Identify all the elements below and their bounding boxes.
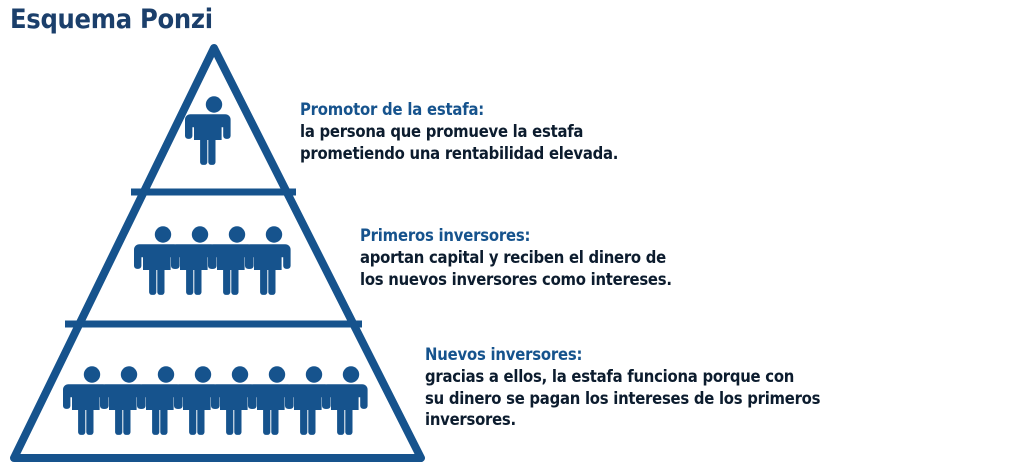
tier-bottom-figures bbox=[63, 366, 368, 435]
ponzi-pyramid-graphic bbox=[10, 44, 425, 462]
callout-primeros-heading: Primeros inversores: bbox=[360, 226, 531, 245]
person-icon bbox=[322, 366, 368, 435]
callout-nuevos-heading: Nuevos inversores: bbox=[425, 345, 583, 364]
callout-promotor-heading: Promotor de la estafa: bbox=[300, 100, 485, 119]
callout-primeros-inversores: Primeros inversores: aportan capital y r… bbox=[360, 225, 672, 290]
pyramid-outline bbox=[10, 44, 425, 462]
callout-promotor-line-2: prometiendo una rentabilidad elevada. bbox=[300, 143, 619, 163]
callout-promotor-line-1: la persona que promueve la estafa bbox=[300, 121, 584, 141]
callout-nuevos-line-2: su dinero se pagan los intereses de los … bbox=[425, 388, 821, 408]
callout-nuevos-inversores: Nuevos inversores: gracias a ellos, la e… bbox=[425, 344, 820, 431]
callout-promotor: Promotor de la estafa: la persona que pr… bbox=[300, 99, 618, 164]
callout-primeros-line-2: los nuevos inversores como intereses. bbox=[360, 269, 672, 289]
page-title: Esquema Ponzi bbox=[10, 4, 213, 35]
person-icon bbox=[245, 226, 291, 295]
pyramid-tier-dividers bbox=[65, 188, 362, 328]
person-icon bbox=[185, 96, 231, 165]
tier-middle-figures bbox=[134, 226, 291, 295]
callout-primeros-line-1: aportan capital y reciben el dinero de bbox=[360, 247, 666, 267]
tier-top-figures bbox=[185, 96, 231, 165]
callout-nuevos-line-3: inversores. bbox=[425, 410, 516, 430]
callout-nuevos-line-1: gracias a ellos, la estafa funciona porq… bbox=[425, 366, 795, 386]
